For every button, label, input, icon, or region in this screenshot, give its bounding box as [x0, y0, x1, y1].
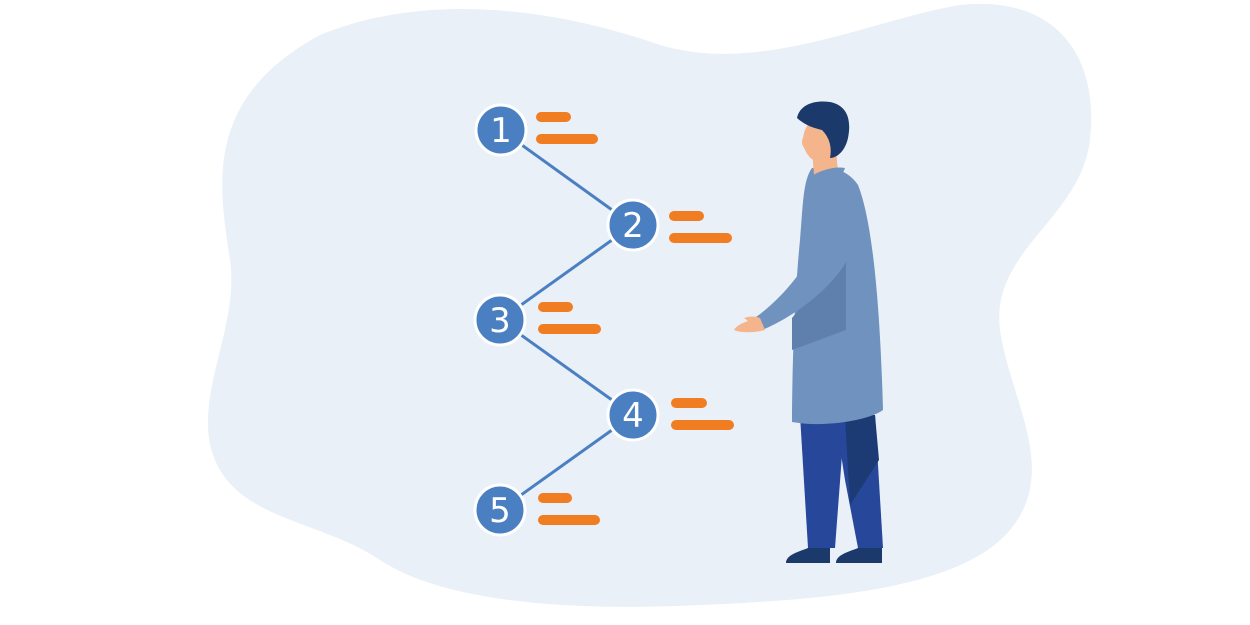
arm [756, 190, 847, 330]
hand [734, 316, 765, 333]
text-placeholder-5 [538, 493, 600, 525]
step-number-3: 3 [489, 301, 511, 341]
step-node-1: 1 [474, 103, 528, 157]
step-number-5: 5 [489, 491, 511, 531]
ear [802, 135, 812, 149]
collar [808, 167, 845, 185]
step-node-5: 5 [473, 483, 527, 537]
text-placeholder-3 [538, 302, 601, 334]
connector-2-3 [499, 223, 634, 322]
connector-lines [499, 128, 634, 512]
step-number-1: 1 [490, 111, 512, 151]
connector-1-2 [500, 128, 634, 227]
step-number-4: 4 [622, 396, 644, 436]
left-shoe [786, 545, 830, 563]
hair [797, 101, 850, 158]
step-node-2: 2 [606, 198, 660, 252]
step-node-3: 3 [473, 293, 527, 347]
right-shoe [836, 545, 882, 563]
person-figure [734, 101, 883, 563]
text-placeholder-4 [671, 398, 734, 430]
connector-4-5 [499, 413, 634, 512]
left-leg [800, 415, 845, 548]
connector-3-4 [499, 318, 634, 417]
step-node-4: 4 [606, 388, 660, 442]
text-placeholder-1 [536, 112, 598, 144]
step-number-2: 2 [622, 206, 644, 246]
text-placeholder-2 [669, 211, 732, 243]
leg-shadow [845, 415, 879, 505]
background-blob [207, 3, 1092, 607]
